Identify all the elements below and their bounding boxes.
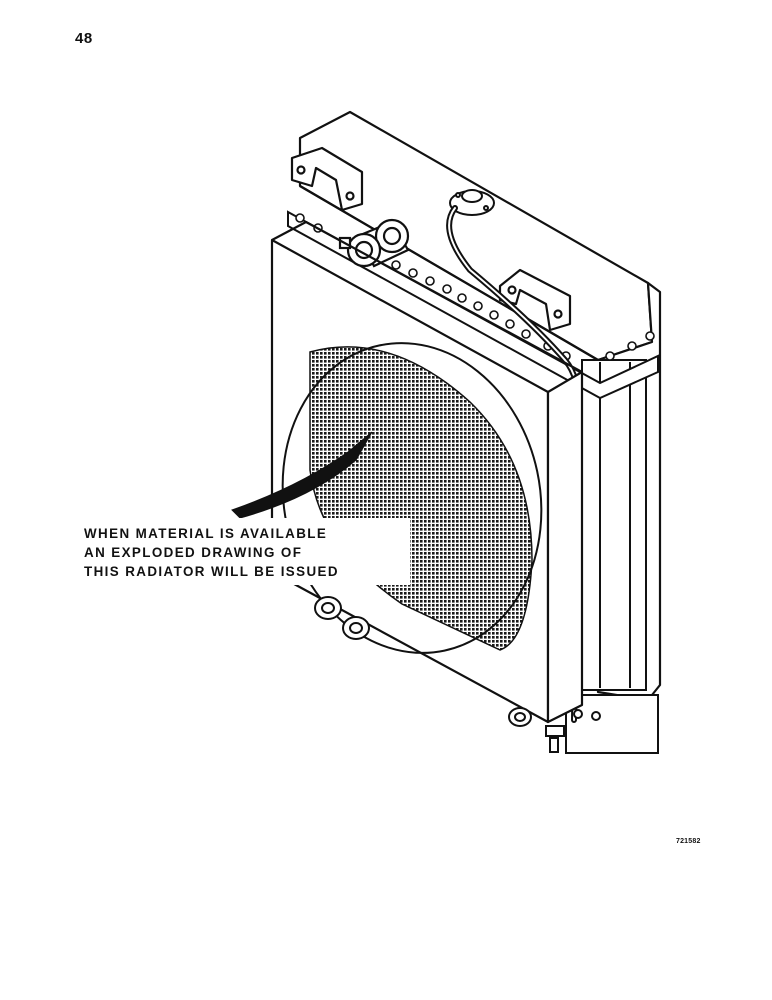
figure-id: 721582 <box>676 838 701 845</box>
drain-cock <box>545 709 601 753</box>
callout-note: WHEN MATERIAL IS AVAILABLE AN EXPLODED D… <box>78 518 410 585</box>
top-flange <box>287 210 659 400</box>
inlet-pipe <box>338 218 410 268</box>
callout-line-3: THIS RADIATOR WILL BE ISSUED <box>84 564 339 579</box>
callout-line-2: AN EXPLODED DRAWING OF <box>84 545 303 560</box>
callout-line-1: WHEN MATERIAL IS AVAILABLE <box>84 526 328 541</box>
bottom-outlets <box>314 596 532 727</box>
callout-arrow <box>231 431 373 519</box>
flange-bolts <box>295 213 655 361</box>
page-number: 48 <box>75 30 93 47</box>
radiator-cap <box>449 189 495 216</box>
